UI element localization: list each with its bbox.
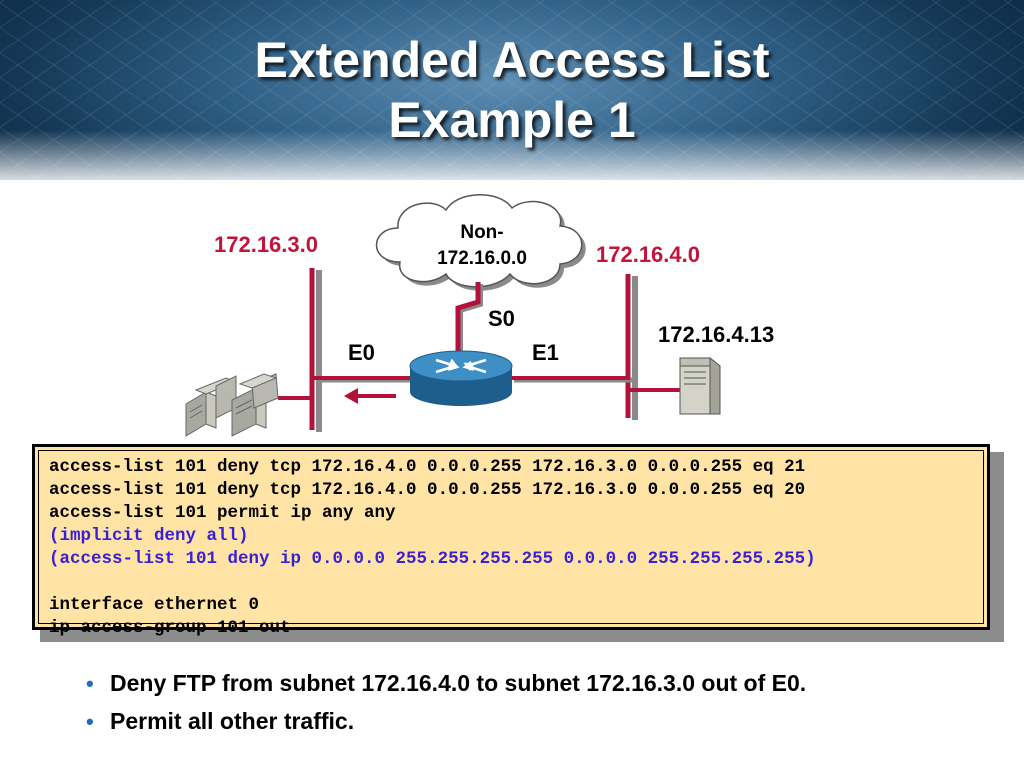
interface-label-e1: E1 xyxy=(532,340,559,365)
acl-config-line: access-list 101 deny tcp 172.16.4.0 0.0.… xyxy=(49,457,806,477)
cloud-icon xyxy=(375,194,586,291)
network-diagram xyxy=(185,194,721,437)
acl-config-line: (implicit deny all) xyxy=(49,526,249,546)
bullet-item: •Permit all other traffic. xyxy=(86,702,806,740)
cloud-label-line-1: Non- xyxy=(460,222,504,243)
interface-label-s0: S0 xyxy=(488,306,515,331)
cloud-label-line-2: 172.16.0.0 xyxy=(437,248,527,269)
acl-config-line xyxy=(49,571,987,594)
acl-config-line: access-list 101 deny tcp 172.16.4.0 0.0.… xyxy=(49,480,806,500)
ethernet-segment-left xyxy=(309,268,322,432)
ethernet-segment-right xyxy=(625,274,638,420)
server-icon xyxy=(679,356,721,415)
link-e0 xyxy=(314,376,414,383)
page-title-line-2: Example 1 xyxy=(388,92,636,148)
bullet-list: •Deny FTP from subnet 172.16.4.0 to subn… xyxy=(86,664,806,740)
acl-config-line: ip access-group 101 out xyxy=(49,618,291,638)
acl-config-line: interface ethernet 0 xyxy=(49,595,260,615)
network-label-right: 172.16.4.0 xyxy=(596,242,700,267)
server-address-label: 172.16.4.13 xyxy=(658,322,775,347)
acl-config-line: (access-list 101 deny ip 0.0.0.0 255.255… xyxy=(49,549,816,569)
interface-label-e0: E0 xyxy=(348,340,375,365)
workstation-group-icon xyxy=(185,373,279,437)
serial-link xyxy=(455,282,483,354)
title-banner: Extended Access List Example 1 xyxy=(0,0,1024,180)
arrow-left-icon xyxy=(344,388,396,404)
network-label-left: 172.16.3.0 xyxy=(214,232,318,257)
router-icon xyxy=(409,350,513,406)
acl-config-line: access-list 101 permit ip any any xyxy=(49,503,396,523)
link-e1 xyxy=(512,376,632,383)
page-title-line-1: Extended Access List xyxy=(254,32,770,88)
bullet-item: •Deny FTP from subnet 172.16.4.0 to subn… xyxy=(86,664,806,702)
bullet-dot-icon: • xyxy=(86,709,94,734)
bullet-dot-icon: • xyxy=(86,671,94,696)
acl-config-box: access-list 101 deny tcp 172.16.4.0 0.0.… xyxy=(32,444,990,638)
